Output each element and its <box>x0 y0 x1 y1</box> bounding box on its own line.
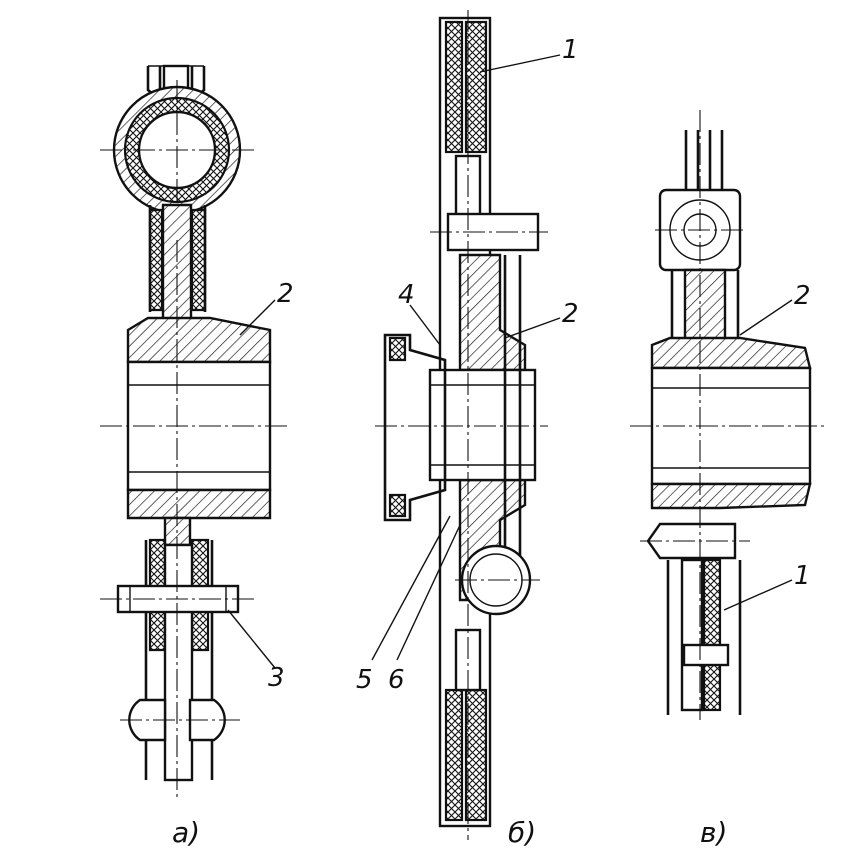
caption-b: б) <box>508 816 536 849</box>
label-a-2: 2 <box>277 279 294 309</box>
label-b-1: 1 <box>562 35 579 65</box>
view-a <box>100 64 290 800</box>
view-c <box>630 110 825 720</box>
label-b-5: 5 <box>356 665 373 695</box>
label-c-1: 1 <box>794 561 811 591</box>
caption-c: в) <box>700 816 727 849</box>
caption-a: а) <box>172 816 200 849</box>
label-c-2: 2 <box>794 281 811 311</box>
label-a-3: 3 <box>268 663 285 693</box>
view-b <box>375 10 548 840</box>
label-b-4: 4 <box>398 280 415 310</box>
label-b-2: 2 <box>562 299 579 329</box>
labels: 2 3 1 2 4 5 6 2 1 а) б) в) <box>172 35 811 849</box>
label-b-6: 6 <box>388 665 405 695</box>
